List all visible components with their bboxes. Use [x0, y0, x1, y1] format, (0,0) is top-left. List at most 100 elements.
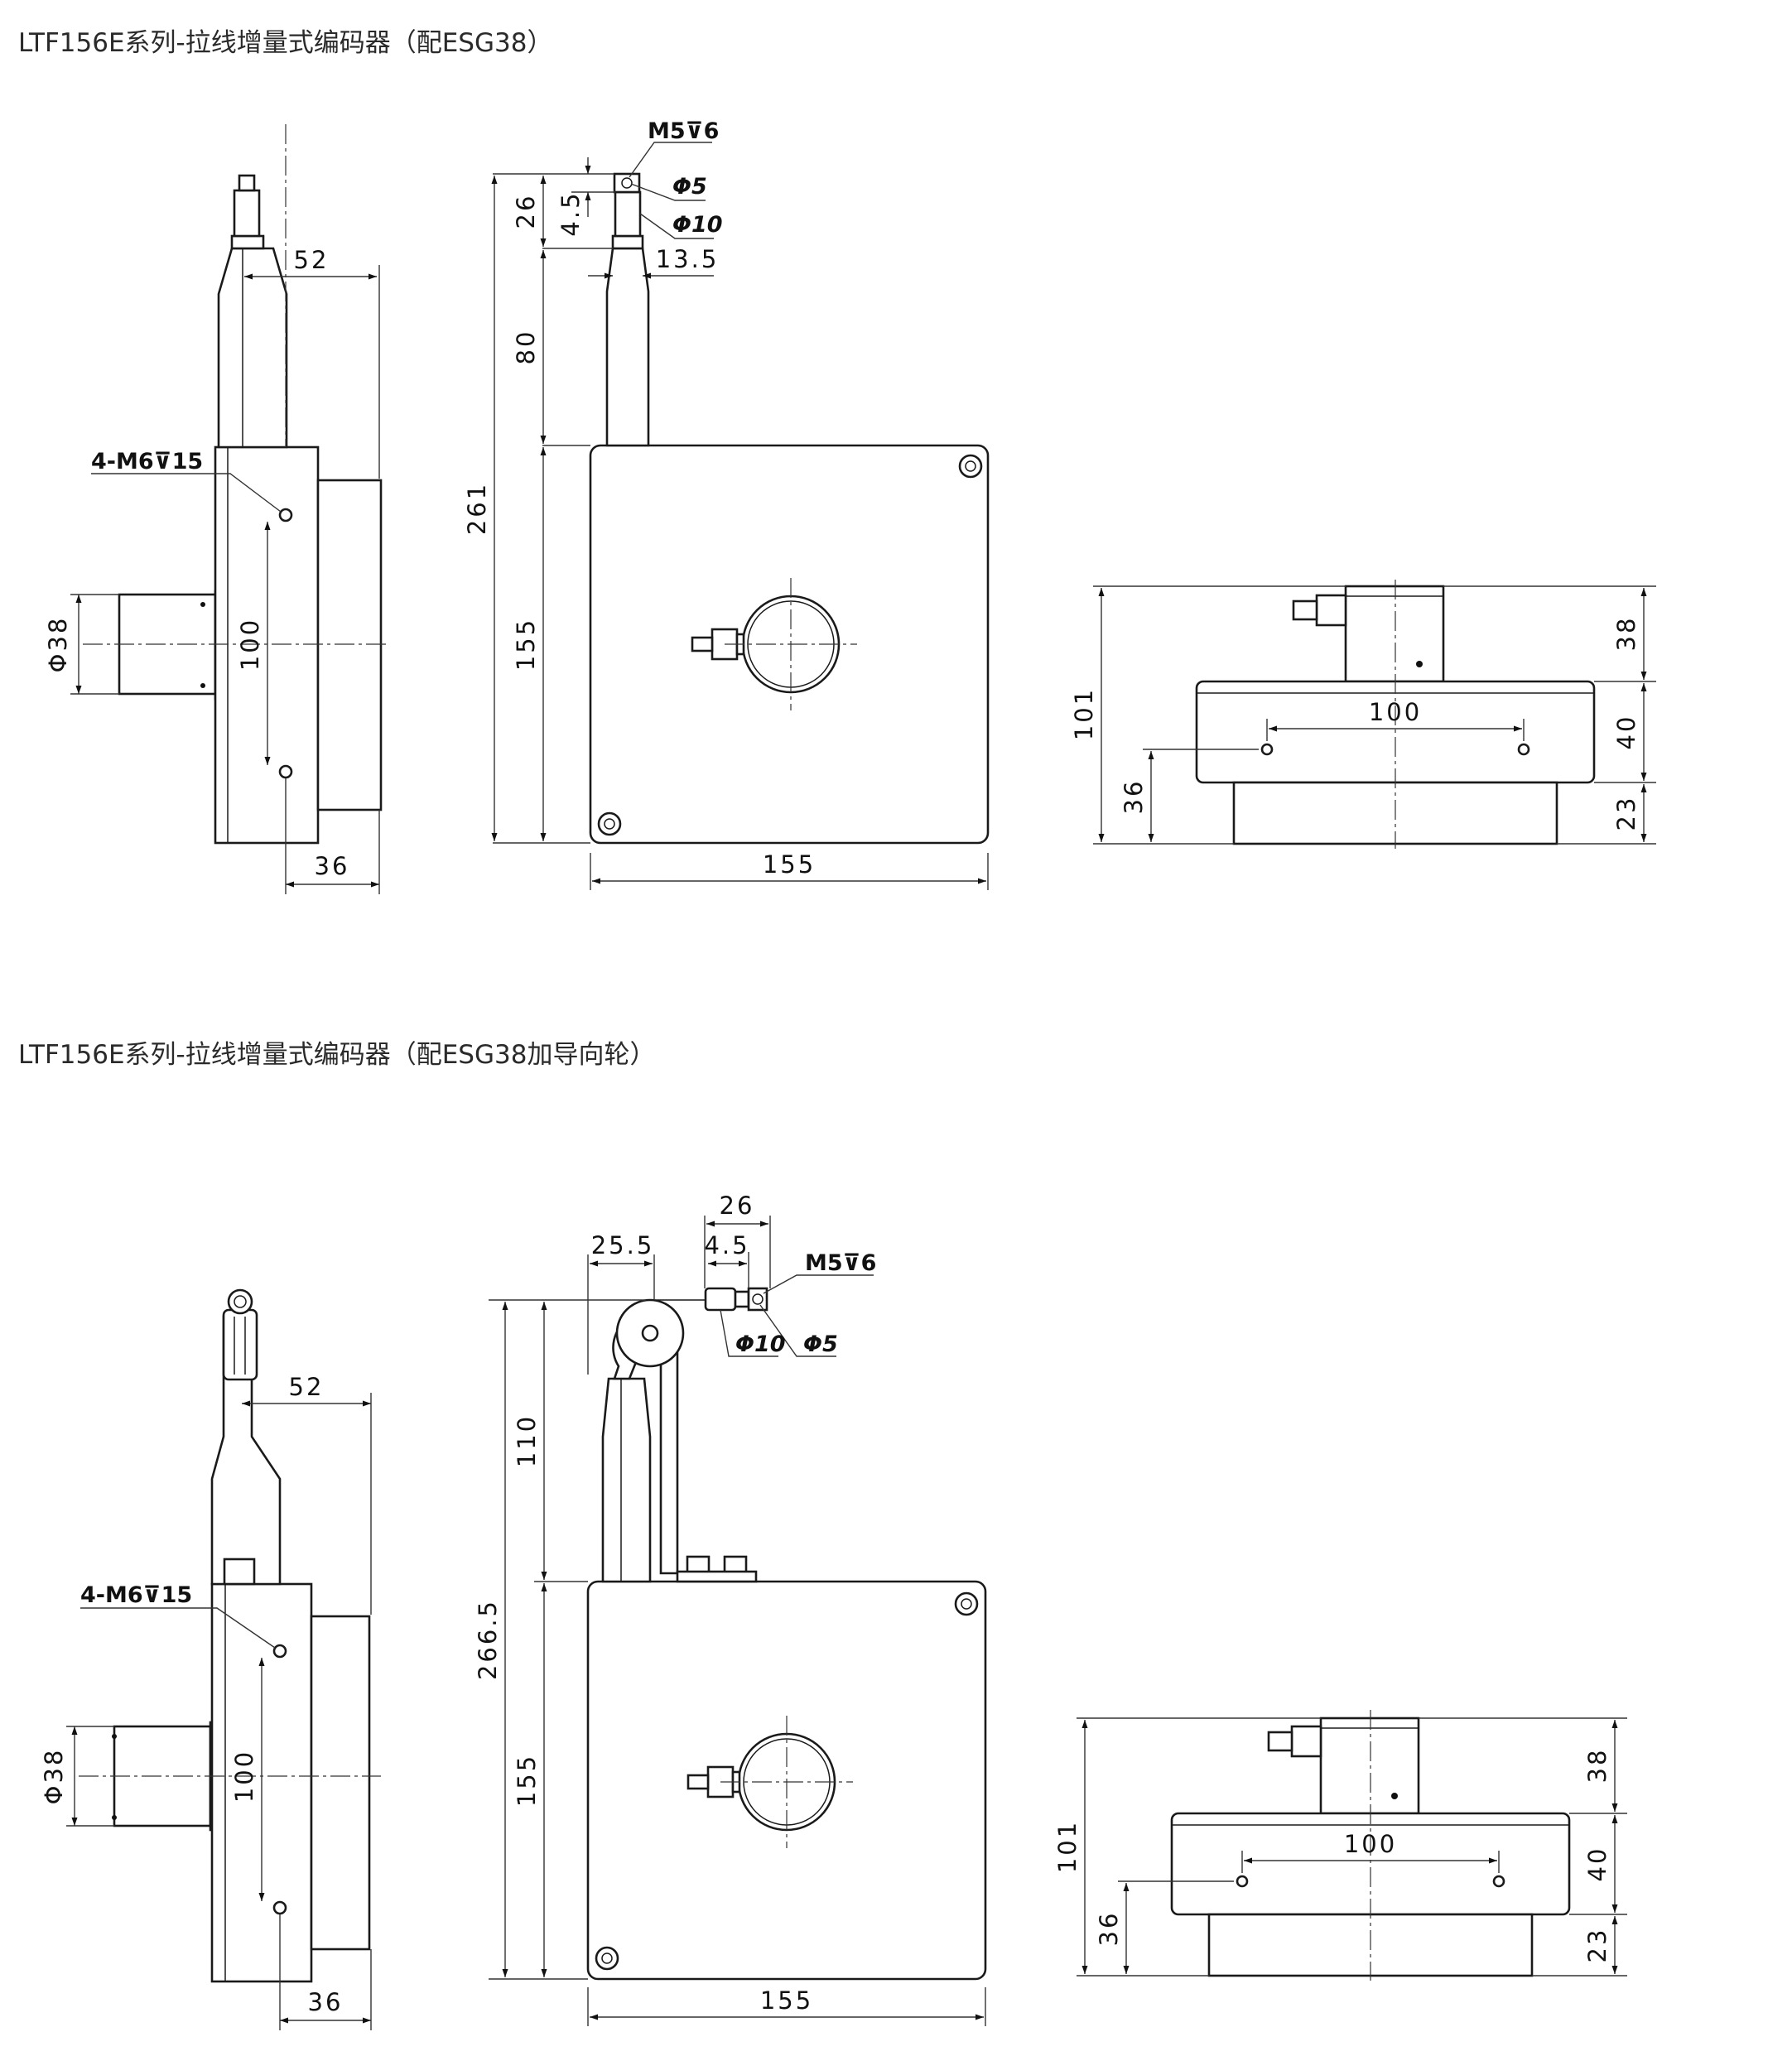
cable-eye	[747, 1287, 768, 1312]
dim-38: 38	[1583, 1748, 1611, 1784]
cable-outlet-front	[601, 1377, 652, 1583]
thread-label: M5⊽6	[648, 118, 719, 144]
dim-52: 52	[294, 246, 330, 274]
dim-100: 100	[236, 618, 264, 671]
cable-end-tip	[238, 174, 256, 192]
mount-hole-side	[278, 508, 293, 522]
dim-100: 100	[1344, 1830, 1397, 1858]
dim-155-h: 155	[763, 850, 816, 879]
dim-phi38: Φ38	[40, 1748, 68, 1805]
cable-end-side	[233, 189, 261, 238]
cable-outlet-side	[217, 247, 288, 449]
holes-label: 4-M6⊽15	[80, 1582, 192, 1608]
top-view-2: 101 36 38 40 23 100	[1053, 1710, 1627, 1981]
front-view-2: 266.5 110 155 155 25.5 26 4.5 M5⊽6 Φ5 Φ1…	[474, 1192, 987, 2026]
cable-end-front	[704, 1287, 737, 1312]
thread-label: M5⊽6	[805, 1250, 876, 1276]
wheel-axle-inner	[234, 1295, 247, 1308]
screw-inner	[601, 1952, 613, 1964]
screw	[954, 1591, 979, 1616]
dim-36: 36	[308, 1988, 344, 2016]
mount-hole-side	[272, 1644, 287, 1659]
dim-23: 23	[1612, 796, 1640, 831]
cable-drum-side	[316, 479, 383, 811]
leader-line	[91, 473, 282, 513]
pin-dot	[112, 1734, 117, 1739]
section-1-title: LTF156E系列-拉线增量式编码器（配ESG38）	[18, 28, 553, 58]
screw	[595, 1946, 619, 1971]
dim-phi10: Φ10	[735, 1331, 786, 1357]
dim-13-5: 13.5	[656, 245, 720, 273]
dim-40: 40	[1583, 1847, 1611, 1882]
connector-pin-top	[1292, 599, 1318, 621]
mount-hole-top	[1492, 1875, 1505, 1888]
dim-36: 36	[1120, 779, 1148, 815]
connector-pin	[686, 1774, 710, 1790]
dim-26: 26	[720, 1192, 755, 1220]
cable-nut	[230, 234, 265, 250]
dim-4-5: 4.5	[704, 1231, 749, 1259]
dim-155-h: 155	[760, 1986, 813, 2015]
screw	[958, 454, 983, 479]
leader-line	[720, 1309, 778, 1357]
arm-bolt	[223, 1558, 256, 1586]
leader-line	[763, 1274, 874, 1294]
dim-100: 100	[230, 1750, 258, 1803]
dim-25-5: 25.5	[591, 1231, 655, 1259]
cable-drum-side	[310, 1615, 371, 1951]
dim-phi5: Φ5	[672, 174, 707, 200]
dim-4-5: 4.5	[556, 190, 585, 236]
cable-eye	[613, 172, 641, 194]
dim-80: 80	[512, 330, 540, 365]
connector-pin	[691, 636, 714, 652]
mount-hole-top	[1236, 1875, 1249, 1888]
connector-top	[1290, 1725, 1322, 1758]
pin-dot	[1416, 661, 1423, 667]
mount-hole-top	[1517, 743, 1530, 756]
dim-101: 101	[1053, 1820, 1081, 1873]
leader-line	[629, 142, 712, 178]
screw-inner	[965, 460, 976, 472]
screw-inner	[604, 818, 615, 830]
side-view-1: 52 36 100 Φ38 4-M6⊽15	[44, 124, 389, 894]
dim-26: 26	[512, 194, 540, 229]
guide-wheel-axle	[641, 1324, 659, 1342]
dim-36: 36	[315, 852, 350, 880]
dim-110: 110	[513, 1414, 541, 1467]
bracket-plate	[676, 1570, 758, 1583]
cable-end-neck	[734, 1290, 750, 1308]
front-view-1: 261 26 80 155 4.5 155 13.5 M5⊽6 Φ5 Φ10	[463, 118, 990, 890]
section-2-title: LTF156E系列-拉线增量式编码器（配ESG38加导向轮）	[18, 1040, 656, 1070]
cable-end-front	[614, 190, 642, 238]
encoder-body-side	[113, 1725, 212, 1827]
encoder-body-side	[118, 593, 217, 696]
screw	[597, 811, 622, 836]
leader-line	[639, 213, 714, 239]
pin-dot	[200, 683, 205, 688]
screw-inner	[961, 1598, 972, 1610]
dim-phi5: Φ5	[803, 1331, 838, 1357]
holes-label: 4-M6⊽15	[91, 449, 203, 474]
dim-phi38: Φ38	[44, 616, 72, 673]
dim-40: 40	[1612, 715, 1640, 750]
dim-100: 100	[1369, 698, 1422, 726]
dim-23: 23	[1583, 1928, 1611, 1963]
housing-side	[214, 445, 320, 845]
connector-pin-top	[1267, 1731, 1293, 1752]
dim-155-v: 155	[512, 618, 540, 671]
pin-dot	[1391, 1793, 1398, 1799]
mount-hole-side	[272, 1900, 287, 1915]
side-view-2: 52 36 100 Φ38 4-M6⊽15	[40, 1288, 381, 2030]
mount-hole-side	[278, 764, 293, 779]
guide-wheel-side	[222, 1308, 258, 1381]
leader-line	[80, 1607, 276, 1649]
connector-top	[1315, 594, 1347, 627]
leader-line	[759, 1304, 836, 1357]
pin-dot	[200, 602, 205, 607]
eye-hole	[752, 1293, 764, 1305]
cable-nut-front	[611, 234, 644, 250]
cable-outlet-front	[605, 247, 650, 447]
dim-52: 52	[289, 1373, 325, 1401]
eye-hole	[621, 177, 633, 189]
top-view-1: 101 36 38 40 23 100	[1070, 580, 1656, 849]
